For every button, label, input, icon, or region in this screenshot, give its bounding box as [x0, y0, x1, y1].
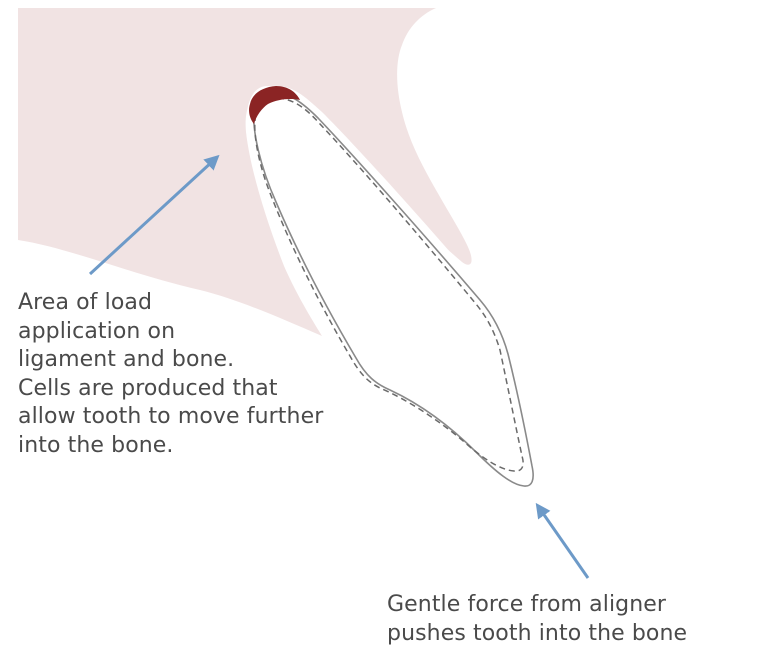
callout-line: pushes tooth into the bone [387, 620, 687, 649]
load-area-callout: Area of load application on ligament and… [18, 289, 323, 460]
callout-line: into the bone. [18, 432, 323, 461]
callout-line: ligament and bone. [18, 346, 323, 375]
callout-line: Area of load [18, 289, 323, 318]
arrow-up-left-icon [540, 509, 588, 578]
aligner-force-callout: Gentle force from aligner pushes tooth i… [387, 591, 687, 648]
callout-line: Gentle force from aligner [387, 591, 687, 620]
callout-line: application on [18, 318, 323, 347]
callout-line: allow tooth to move further [18, 403, 323, 432]
callout-line: Cells are produced that [18, 375, 323, 404]
